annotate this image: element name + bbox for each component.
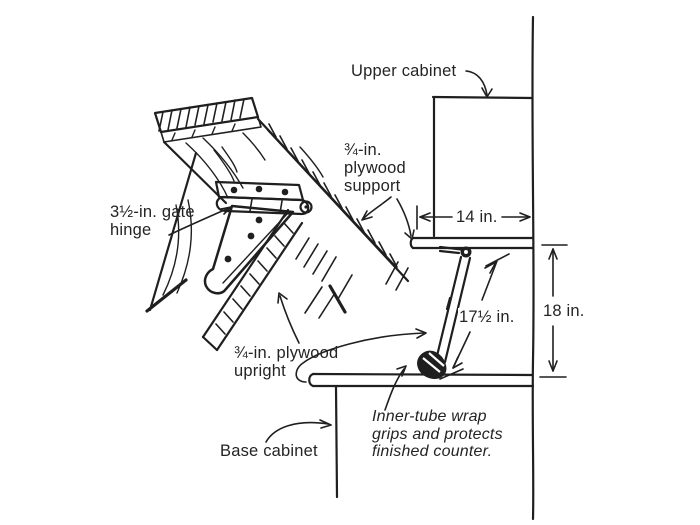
upright-board-folded — [145, 151, 304, 352]
plywood-support-line1: ¾-in. — [344, 141, 382, 159]
inner-tube-note-line2: grips and protects — [372, 425, 503, 443]
support-board-plywood-edge — [266, 123, 410, 283]
dimension-17half — [439, 253, 510, 380]
inner-tube-note-line1: Inner-tube wrap — [372, 408, 487, 425]
upper-cabinet-outline — [431, 95, 534, 238]
wall-line — [531, 15, 535, 521]
upright-arrow-to-board — [277, 292, 300, 344]
inner-tube-wrap — [417, 350, 447, 379]
inner-tube-note-line3: finished counter. — [372, 443, 493, 460]
gate-hinge-line1: 3½-in. gate — [110, 203, 195, 221]
inner-tube-arrow — [384, 365, 407, 411]
hinge-barrel — [215, 195, 310, 216]
upright-arrow-to-prop — [295, 328, 427, 383]
base-cabinet-label: Base cabinet — [220, 442, 318, 460]
gate-hinge-line2: hinge — [110, 221, 152, 239]
base-cabinet-line — [334, 385, 339, 499]
folded-assembly-pictorial — [145, 96, 410, 352]
dimension-label-17half: 17½ in. — [458, 308, 516, 327]
counter-outline — [308, 372, 535, 388]
support-board-end-grain — [153, 96, 262, 143]
hinge-pin-end — [299, 200, 313, 214]
plate-screw — [230, 186, 238, 194]
dimension-18in — [539, 244, 568, 378]
inner-tube-note: Inner-tube wrap grips and protects finis… — [372, 408, 503, 461]
prop-upright-deployed — [434, 255, 472, 364]
dimension-label-14in: 14 in. — [455, 208, 499, 227]
support-arrow-to-board — [361, 196, 392, 221]
strap-screw — [247, 232, 255, 240]
plywood-upright-line1: ¾-in. plywood — [234, 344, 339, 362]
gate-hinge-pictorial — [203, 180, 313, 295]
plate-screw — [281, 188, 289, 196]
plywood-support-line2: plywood — [344, 159, 406, 177]
upper-cabinet-arrow — [465, 70, 493, 98]
support-arrow-to-shelf — [396, 198, 415, 240]
dimension-label-18in: 18 in. — [542, 302, 586, 321]
folded-hinge-under-shelf — [438, 245, 472, 258]
shading-strokes — [295, 237, 409, 319]
plywood-support-label: ¾-in. plywood support — [344, 141, 406, 195]
gate-hinge-arrow — [168, 206, 232, 236]
plywood-upright-line2: upright — [234, 362, 286, 380]
elevation-view — [308, 15, 535, 521]
upper-cabinet-label: Upper cabinet — [351, 62, 457, 80]
base-cabinet-arrow — [265, 419, 332, 443]
leader-arrows — [168, 70, 493, 443]
plywood-upright-label: ¾-in. plywood upright — [234, 344, 338, 380]
plate-screw — [255, 185, 263, 193]
gate-hinge-label: 3½-in. gate hinge — [110, 203, 195, 239]
dimension-14in — [416, 205, 531, 230]
plywood-support-shelf — [409, 236, 535, 250]
plywood-support-line3: support — [344, 177, 401, 195]
strap-screw — [224, 255, 232, 263]
strap-screw — [255, 216, 263, 224]
